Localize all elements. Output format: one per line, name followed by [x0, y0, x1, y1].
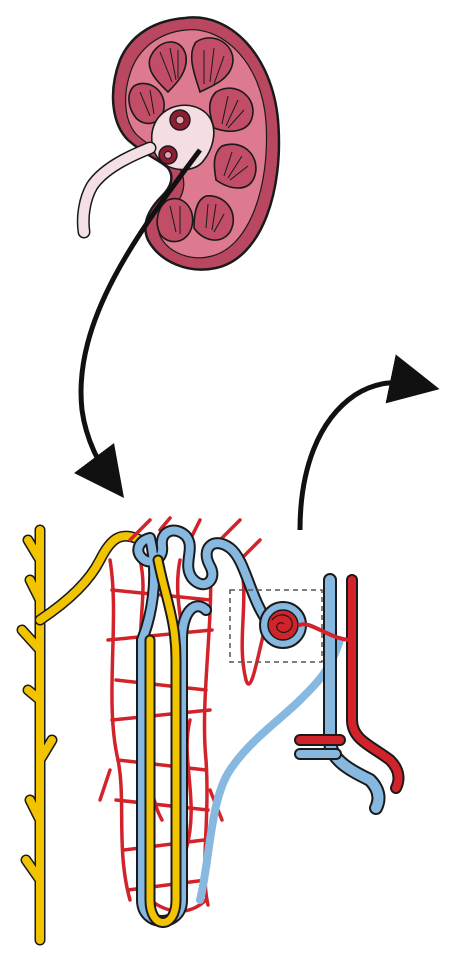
nephron-icon: [22, 518, 398, 940]
arrow-nephron-out: [300, 382, 420, 530]
renal-vessels: [300, 580, 398, 808]
vasa-recta: [200, 640, 340, 900]
kidney-cross-section-icon: [83, 17, 279, 269]
